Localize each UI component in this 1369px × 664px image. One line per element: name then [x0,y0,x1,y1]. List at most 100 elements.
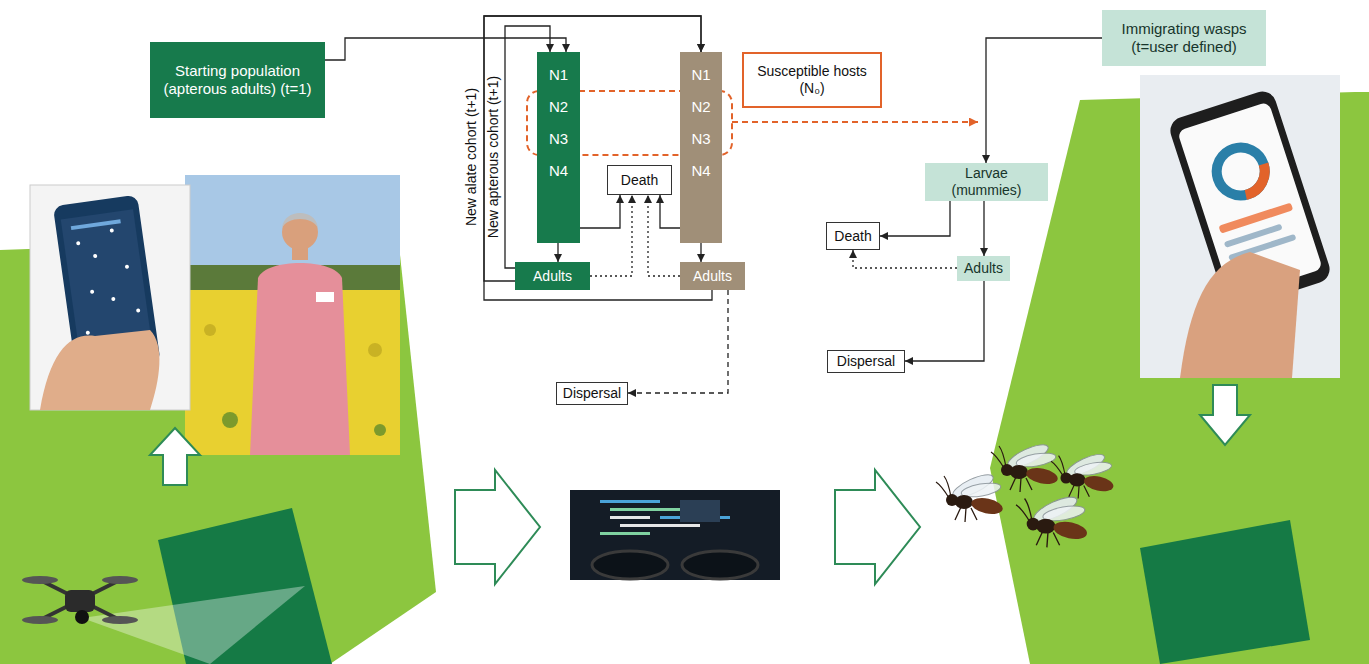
computer-screen-photo [570,490,780,580]
node-text: Starting population (apterous adults) (t… [160,62,315,98]
node-text: Dispersal [563,385,621,402]
phone-photo-right-part-part [1210,141,1270,201]
phone-photo-left-part-part [86,331,91,336]
drone-figure [22,576,138,624]
farmer-photo-part [316,292,334,302]
computer-screen-photo-part [600,500,660,503]
parasitoid-wasps-part [1016,493,1088,548]
connector-arrow [484,16,712,300]
stage-column: N1N2N3N4 [680,52,722,243]
down-arrow [1200,385,1250,445]
connector-arrow [590,195,632,276]
connector-arrow [986,38,1102,163]
stage-label: N1 [680,66,722,84]
field-left-part [82,586,305,664]
parasitoid-wasps-part [991,440,1059,492]
phone-photo-left-part [30,185,190,410]
larvae-box: Larvae (mummies) [925,163,1048,201]
drone-figure-part [22,616,58,624]
node-text: Susceptible hosts (N₀) [752,63,872,97]
down-arrow-part [1200,385,1250,445]
phone-photo-left [30,185,190,410]
farmer-photo-part [282,214,318,250]
connector-arrow [905,281,984,361]
phone-photo-left-part-part [90,290,95,295]
up-arrow-part [150,428,200,485]
drone-figure-part [75,610,89,624]
adult-box: Adults [957,256,1010,281]
stage-label: N3 [537,130,580,148]
connector-arrow [557,243,558,262]
outcome-box: Death [826,222,880,250]
connector-arrow [484,16,701,281]
computer-screen-photo-part [570,490,780,580]
farmer-photo-part [204,324,216,336]
drone-figure-part [102,576,138,584]
farmer-photo-part [185,175,400,455]
stage-label: N4 [537,162,580,180]
phone-photo-left-part-part [93,254,98,259]
phone-photo-left-part-part [125,264,130,269]
phone-photo-left-part-part [111,297,116,302]
connector-arrow [325,38,566,60]
node-text: Larvae (mummies) [930,165,1043,199]
phone-photo-left-part-part [136,308,141,313]
field-right-part [1140,520,1310,664]
farmer-photo-part [250,263,350,455]
flow-chevron-part [835,470,920,584]
computer-screen-photo-part [682,551,758,579]
connector-arrow [660,195,680,228]
node-text: Adults [964,260,1003,277]
phone-photo-right-part [1180,252,1300,378]
host-stage-highlight-part [732,121,978,123]
node-text: Immigrating wasps (t=user defined) [1112,20,1256,56]
flow-chevron-part [455,470,540,584]
connector-arrow [983,201,984,256]
node-text: Dispersal [837,353,895,370]
adult-box: Adults [515,262,590,290]
stage-label: N2 [537,98,580,116]
parasitoid-wasps-part [936,470,1004,522]
phone-photo-right-part-part [1218,203,1293,234]
node-text: Death [834,228,871,245]
computer-screen-photo-part [680,500,720,522]
node-text: Adults [693,268,732,285]
computer-screen-photo-part [592,551,668,579]
stage-label: N3 [680,130,722,148]
farmer-photo-part [368,343,382,357]
outcome-box: Death [607,165,672,195]
phone-photo-right [1140,75,1340,378]
edge-label: New apterous cohort (t+1) [485,76,501,238]
phone-photo-left-part-part [71,219,121,230]
flow-chevron [455,470,920,584]
parasitoid-wasps [936,440,1115,547]
phone-photo-left-part [40,330,159,410]
drone-figure-part [22,576,58,584]
node-text: Death [621,172,658,189]
node-text: Adults [533,268,572,285]
stage-column: N1N2N3N4 [537,52,580,243]
computer-screen-photo-part [600,532,650,535]
computer-screen-photo-part [610,516,650,519]
connector-arrow [853,250,957,268]
farmer-photo [185,175,400,455]
farmer-photo-part [282,213,318,228]
outcome-box: Dispersal [827,350,905,373]
stage-label: N2 [680,98,722,116]
connector-arrow [580,195,620,228]
connector-arrow [628,290,728,393]
phone-photo-left-part-part [110,228,115,233]
phone-photo-left-part-part [76,241,81,246]
farmer-photo-part [222,412,238,428]
stage-label: N1 [537,66,580,84]
phone-photo-right-part [1140,75,1340,378]
host-box: Susceptible hosts (N₀) [742,52,882,108]
computer-screen-photo-part [620,524,700,527]
farmer-photo-part [374,424,386,436]
connector-arrow [648,195,680,276]
drone-figure-part [65,590,95,612]
parasitoid-wasps-part [1051,450,1115,498]
start-box: Starting population (apterous adults) (t… [150,42,325,118]
outcome-box: Dispersal [556,382,628,405]
